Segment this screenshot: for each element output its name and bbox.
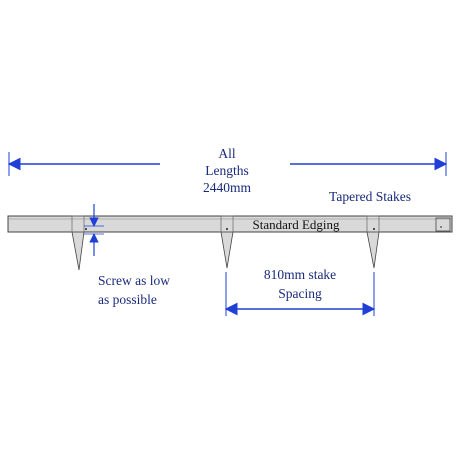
stake-top-2 [220,215,234,233]
spacing-label-line2: Spacing [278,286,322,301]
screw-hole-1 [85,228,87,230]
standard-edging-label: Standard Edging [252,217,340,232]
end-cap-hole [440,226,442,228]
stake-top-3 [366,215,380,233]
screw-hole-3 [373,228,375,230]
stake-3 [366,231,380,269]
all-lengths-label-line2: Lengths [205,163,249,178]
stake-1 [71,231,85,271]
screw-hole-2 [226,228,228,230]
all-lengths-label-line3: 2440mm [203,180,252,195]
screw-label-line1: Screw as low [98,273,170,288]
stake-top-1 [71,215,85,233]
tapered-stakes-label: Tapered Stakes [329,189,411,204]
edging-strip [7,215,453,233]
edging-end-cap [435,217,451,232]
stake-2 [220,231,234,269]
all-lengths-label-line1: All [218,146,236,161]
spacing-label-line1: 810mm stake [264,267,336,282]
screw-label-line2: as possible [98,292,157,307]
